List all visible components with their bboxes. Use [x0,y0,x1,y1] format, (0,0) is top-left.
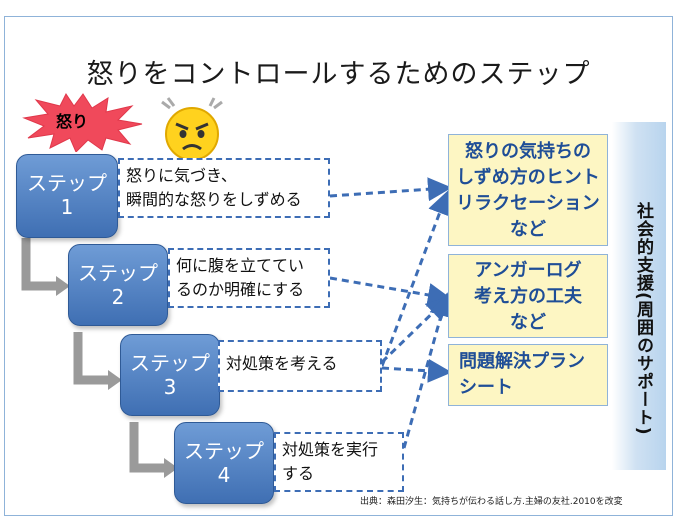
hint-2-line-2: 考え方の工夫 [474,286,582,307]
step-2-box: ステップ 2 [68,244,168,326]
step-4-desc-line-1: 対処策を実行 [282,440,379,459]
step-arrow-1-2 [21,238,58,291]
step-3-number: 3 [163,375,177,399]
hint-1-line-1: 怒りの気持ちの [465,141,591,162]
step-4-desc-line-2: する [282,464,315,483]
source-citation: 出典：森田汐生：気持ちが伝わる話し方.主婦の友社.2010を改変 [360,497,623,507]
step-arrow-2-3 [73,332,110,385]
step-2-desc-line-2: るのか明確にする [176,280,305,299]
angry-face-icon [161,97,223,161]
step-1-number: 1 [60,195,74,219]
step-2-label: ステップ [78,261,158,285]
step-1-description: 怒りに気づき、 瞬間的な怒りをしずめる [118,158,330,218]
social-support-bar [612,122,666,470]
step-3-box: ステップ 3 [120,334,220,416]
step-2-description: 何に腹を立ててい るのか明確にする [168,248,330,308]
step-3-desc-line-1: 対処策を考える [226,354,338,373]
page-title: 怒りをコントロールするためのステップ [86,59,591,90]
step-1-desc-line-2: 瞬間的な怒りをしずめる [126,190,302,209]
step-1-desc-line-1: 怒りに気づき、 [126,166,237,185]
step-4-label: ステップ [184,439,264,463]
hint-1-line-3: リラクセーション [456,193,600,214]
hint-box-calming: 怒りの気持ちの しずめ方のヒント リラクセーション など [448,134,608,246]
step-2-desc-line-1: 何に腹を立ててい [176,256,305,275]
hint-2-line-3: など [510,312,546,333]
step-1-box: ステップ 1 [16,154,118,238]
hint-3-line-2: シート [459,377,513,398]
hint-1-line-2: しずめ方のヒント [456,167,600,188]
hint-1-line-4: など [510,219,546,240]
step-arrow-3-4 [129,422,166,473]
step-4-box: ステップ 4 [174,422,274,504]
anger-label: 怒り [56,112,89,131]
hint-3-line-1: 問題解決プラン [459,351,585,372]
social-support-label: 社会的支援(周囲のサポート) [633,202,653,436]
step-3-label: ステップ [130,351,210,375]
step-4-description: 対処策を実行 する [274,432,404,492]
step-1-label: ステップ [27,171,107,195]
hint-box-anger-log: アンガーログ 考え方の工夫 など [448,254,608,338]
hint-box-problem-solving: 問題解決プラン シート [448,344,608,406]
anger-burst-icon [22,93,143,152]
step-4-number: 4 [217,463,231,487]
hint-2-line-1: アンガーログ [474,260,582,281]
step-3-description: 対処策を考える [218,340,382,392]
step-2-number: 2 [111,285,125,309]
